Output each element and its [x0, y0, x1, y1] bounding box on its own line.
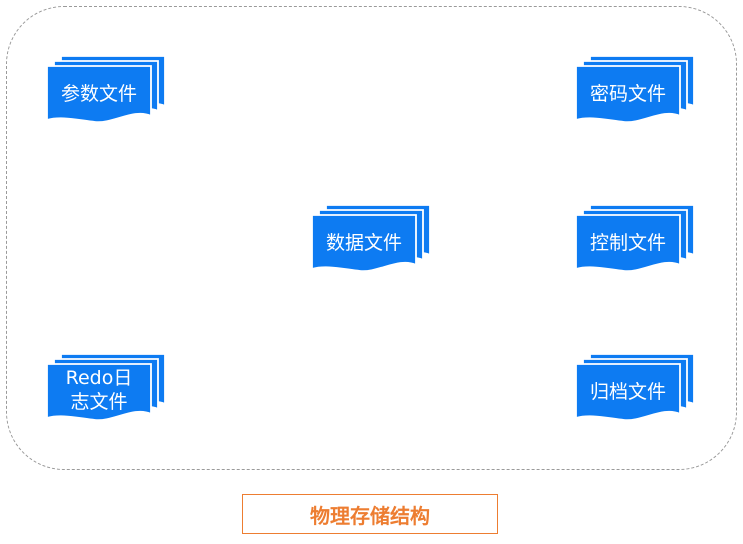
multi-document-icon [575, 204, 695, 272]
document-label: 参数文件 [60, 83, 137, 105]
physical-storage-container [6, 6, 737, 470]
multi-document-icon [46, 55, 166, 123]
document-label: 归档文件 [589, 381, 666, 403]
document-redo-log-file: Redo日 志文件 [46, 353, 166, 421]
document-archive-file: 归档文件 [575, 353, 695, 421]
document-param-file: 参数文件 [46, 55, 166, 123]
document-label: 密码文件 [589, 83, 666, 105]
multi-document-icon [46, 353, 166, 421]
document-control-file: 控制文件 [575, 204, 695, 272]
multi-document-icon [575, 55, 695, 123]
document-label: Redo日 志文件 [65, 367, 133, 413]
multi-document-icon [311, 204, 431, 272]
multi-document-icon [575, 353, 695, 421]
document-data-file: 数据文件 [311, 204, 431, 272]
document-label: 控制文件 [589, 232, 666, 254]
diagram-caption: 物理存储结构 [242, 494, 498, 534]
document-label: 数据文件 [325, 232, 402, 254]
document-password-file: 密码文件 [575, 55, 695, 123]
